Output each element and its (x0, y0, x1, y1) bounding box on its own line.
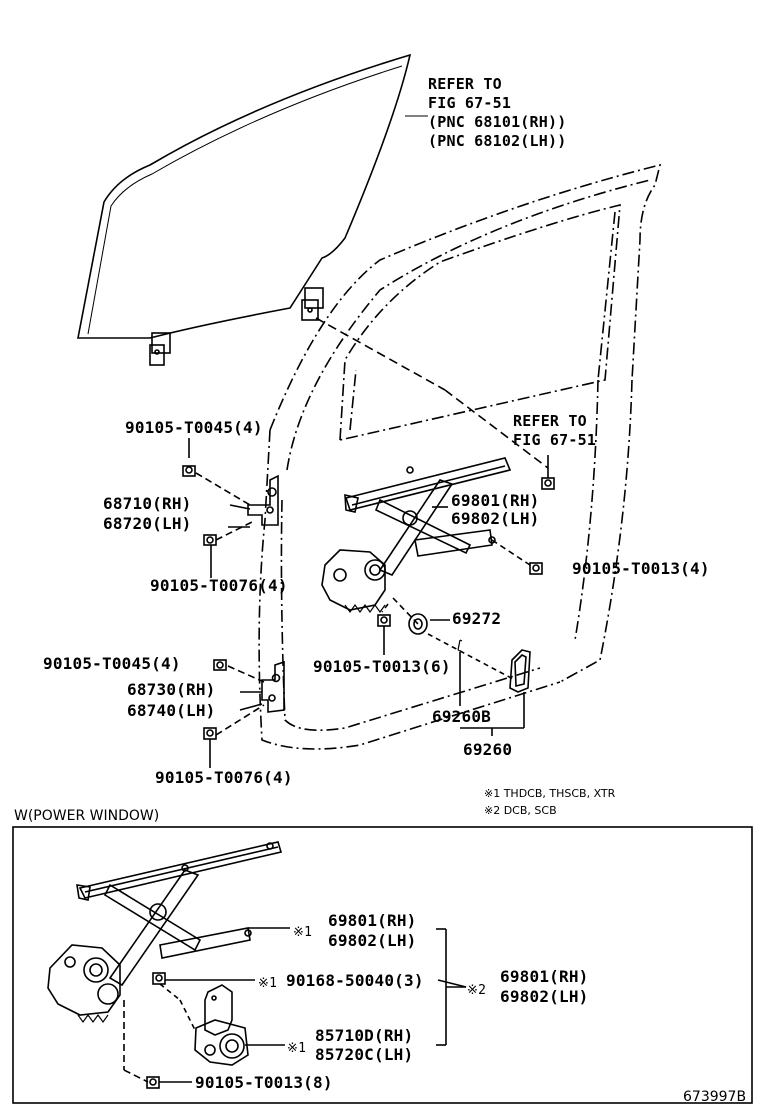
label-hinge-upper-lh: 68720(LH) (103, 514, 192, 533)
label-regulator-rh: 69801(RH) (451, 491, 540, 510)
refer-glass-line-4: (PNC 68102(LH)) (428, 132, 567, 150)
refer-regulator: REFER TO FIG 67-51 (513, 412, 596, 450)
bolt-upper-1 (182, 465, 196, 477)
pw-mark-1b: ※1 (258, 976, 278, 991)
label-handle: 69260 (463, 740, 513, 759)
window-handle (509, 649, 531, 693)
refer-glass-line-3: (PNC 68101(RH)) (428, 113, 567, 131)
pw-motor-lh: 85720C(LH) (315, 1045, 414, 1064)
pw-assy-marker: ※2 (467, 980, 486, 1000)
bolt-regulator-top (541, 477, 555, 490)
glass-leader (315, 317, 446, 391)
pw-mark-1: ※1 (293, 925, 313, 940)
manual-regulator (321, 457, 512, 614)
label-bolt-regulator-bottom: 90105-T0013(6) (313, 657, 451, 676)
pw-reg-lh: 69802(LH) (328, 931, 417, 950)
pw-screw: 90168-50040(3) (286, 971, 424, 990)
upper-hinge (247, 474, 279, 526)
pw-mark-1c: ※1 (287, 1041, 307, 1056)
regulator-cap (408, 613, 428, 635)
refer-regulator-line-2: FIG 67-51 (513, 431, 597, 449)
pw-mark-2: ※2 (467, 983, 487, 998)
pw-reg-marker: ※1 (293, 922, 312, 942)
figure-id: 673997B (683, 1089, 747, 1105)
section-title: W(POWER WINDOW) (14, 808, 160, 824)
door-outline (258, 163, 662, 750)
screw-90168 (152, 972, 166, 985)
label-regulator-lh: 69802(LH) (451, 509, 540, 528)
handle-clip (457, 639, 463, 653)
refer-regulator-line-1: REFER TO (513, 412, 587, 430)
label-bolt-regulator-right: 90105-T0013(4) (572, 559, 710, 578)
label-bolt-lower-hinge-lower: 90105-T0076(4) (155, 768, 293, 787)
refer-glass-line-2: FIG 67-51 (428, 94, 512, 112)
note-1: ※1 THDCB, THSCB, XTR (484, 787, 616, 800)
bolt-regulator-right (529, 562, 543, 575)
bolt-pw (146, 1076, 160, 1089)
bolt-lower-2 (203, 727, 217, 740)
pw-motor-marker: ※1 (287, 1038, 306, 1058)
label-hinge-lower-lh: 68740(LH) (127, 701, 216, 720)
bolt-lower-1 (213, 659, 227, 671)
refer-glass-line-1: REFER TO (428, 75, 502, 93)
pw-bolt: 90105-T0013(8) (195, 1073, 333, 1092)
note-2: ※2 DCB, SCB (484, 804, 557, 817)
glass-clip-right (301, 287, 324, 321)
pw-screw-marker: ※1 (258, 973, 277, 993)
power-regulator (47, 841, 283, 1024)
label-hinge-upper-rh: 68710(RH) (103, 494, 192, 513)
pw-reg-rh: 69801(RH) (328, 911, 417, 930)
glass-inner-line (87, 65, 403, 335)
bolt-upper-2 (203, 534, 217, 546)
label-hinge-lower-rh: 68730(RH) (127, 680, 216, 699)
label-bolt-lower-hinge: 90105-T0045(4) (43, 654, 181, 673)
power-window-frame (12, 826, 753, 1104)
refer-glass: REFER TO FIG 67-51 (PNC 68101(RH)) (PNC … (428, 75, 566, 151)
lower-hinge (261, 660, 285, 713)
door-glass (77, 53, 412, 339)
glass-clip-left (149, 332, 171, 366)
label-bolt-upper-hinge: 90105-T0045(4) (125, 418, 263, 437)
bolt-regulator-bottom (377, 614, 391, 627)
pw-assy-lh: 69802(LH) (500, 987, 589, 1006)
label-bolt-upper-hinge-lower: 90105-T0076(4) (150, 576, 288, 595)
label-handle-sub: 69260B (432, 707, 491, 726)
pw-motor-rh: 85710D(RH) (315, 1026, 414, 1045)
power-window-motor (194, 984, 249, 1066)
pw-assy-rh: 69801(RH) (500, 967, 589, 986)
label-regulator-cap: 69272 (452, 609, 502, 628)
